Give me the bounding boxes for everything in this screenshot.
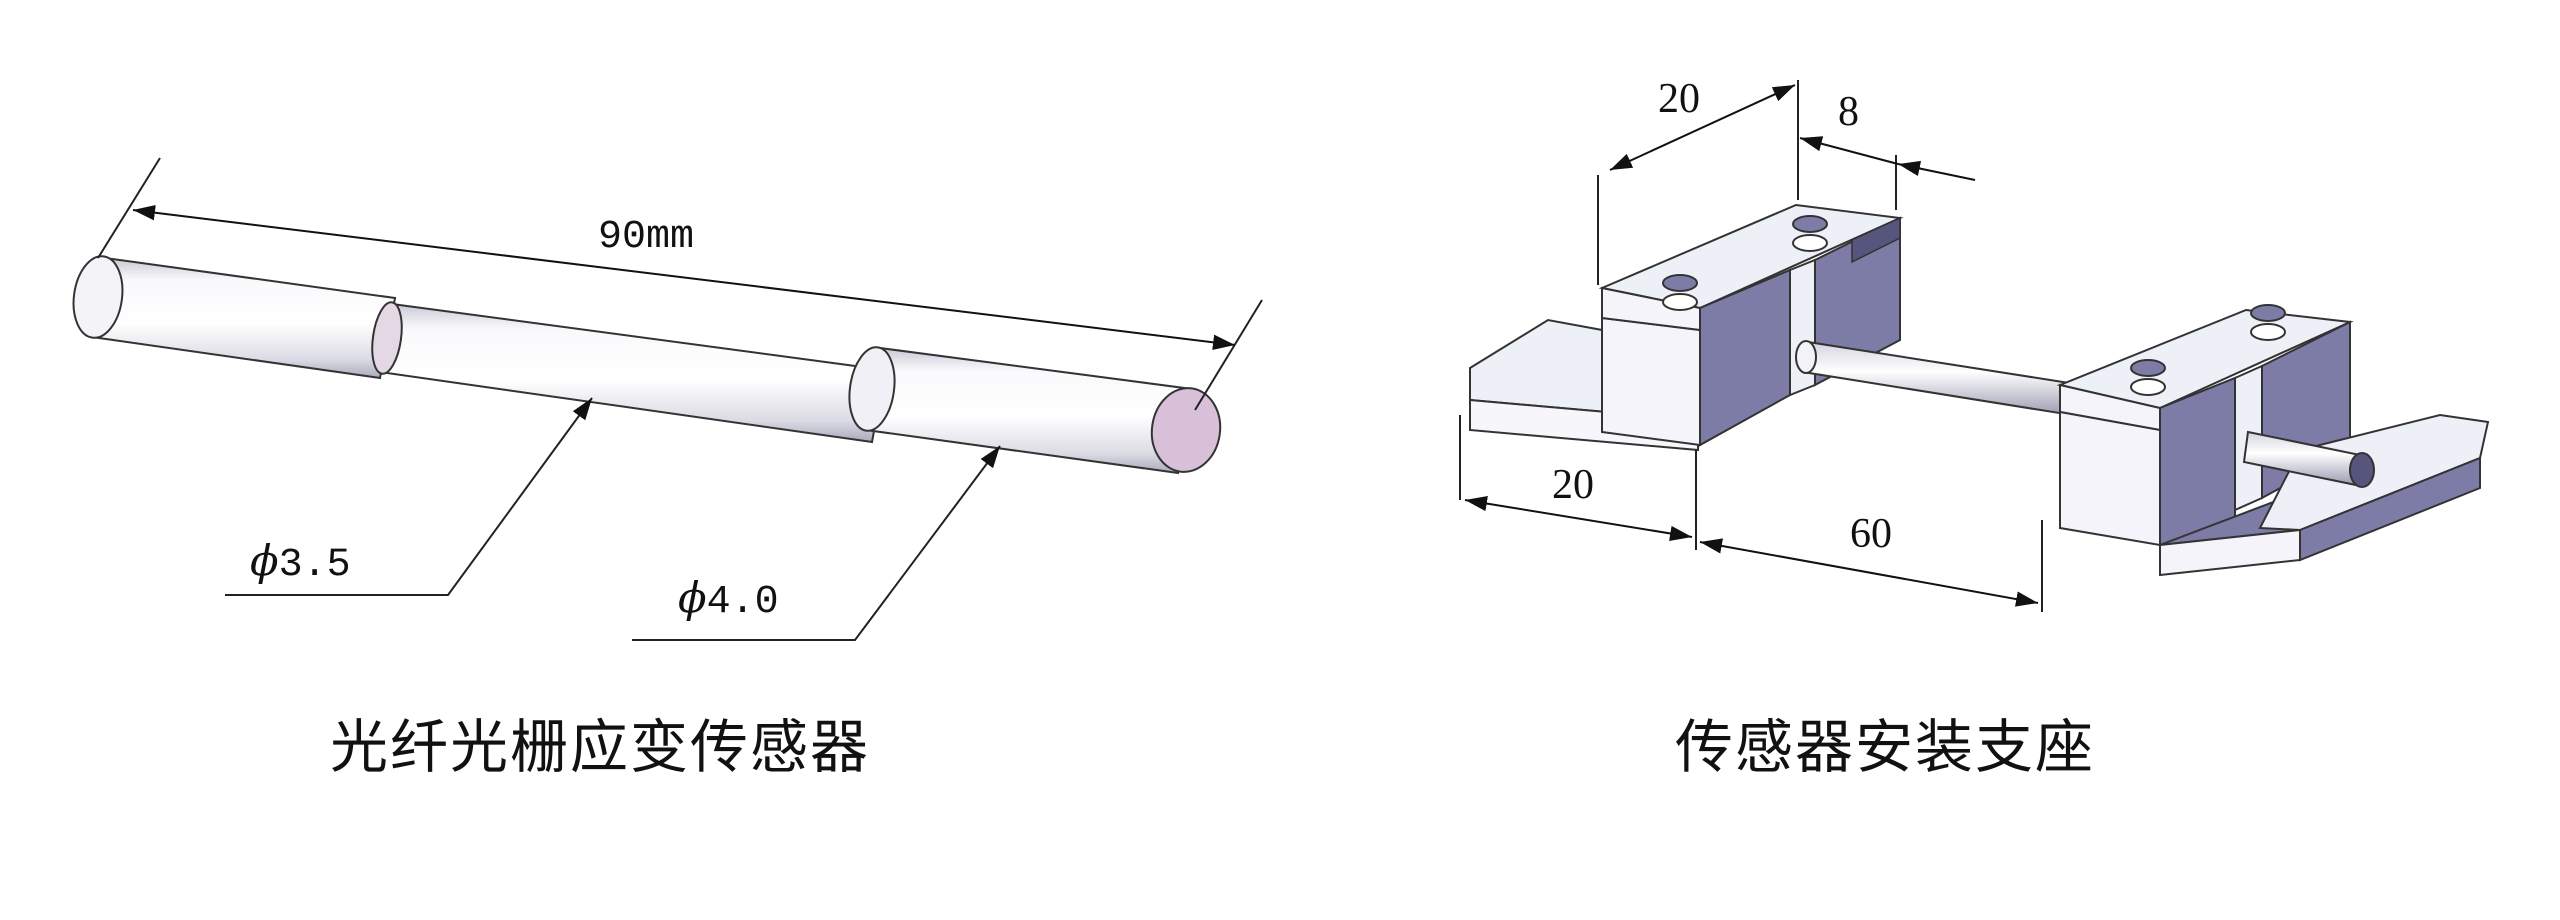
length-dimension-line	[132, 205, 1236, 350]
span-dimension-line	[1699, 538, 2039, 607]
sensor-left-sleeve	[72, 255, 397, 380]
leader-small-diameter	[225, 397, 593, 596]
small-diameter-label: ϕ3.5	[250, 536, 351, 588]
phi-symbol: ϕ	[250, 536, 279, 585]
top-width-label: 20	[1658, 76, 1700, 122]
left-figure-caption: 光纤光栅应变传感器	[330, 713, 871, 781]
sensor-right-sleeve	[848, 346, 1222, 475]
slot-dimension-line	[1799, 136, 1899, 165]
length-dimension-label: 90mm	[598, 215, 694, 260]
right-bracket	[2056, 304, 2490, 577]
span-label: 60	[1850, 511, 1892, 557]
large-diameter-label: ϕ4.0	[678, 573, 779, 625]
connecting-rod	[1795, 340, 2084, 418]
base-length-dimension-line	[1464, 495, 1693, 542]
leader-large-diameter	[632, 445, 1001, 641]
left-bracket	[1469, 203, 1904, 452]
phi-symbol: ϕ	[678, 573, 707, 622]
top-width-dimension-line	[1609, 84, 1796, 171]
sensor-middle-tube	[371, 301, 887, 444]
fbg-sensor-drawing: 90mm ϕ3.5 ϕ4.0	[72, 157, 1263, 641]
sensor-end-face	[1150, 387, 1222, 473]
base-length-label: 20	[1552, 462, 1594, 508]
right-figure-caption: 传感器安装支座	[1675, 713, 2096, 781]
mounting-bracket-drawing: 20 8 20 60	[1459, 76, 2490, 612]
slot-label: 8	[1838, 89, 1859, 135]
